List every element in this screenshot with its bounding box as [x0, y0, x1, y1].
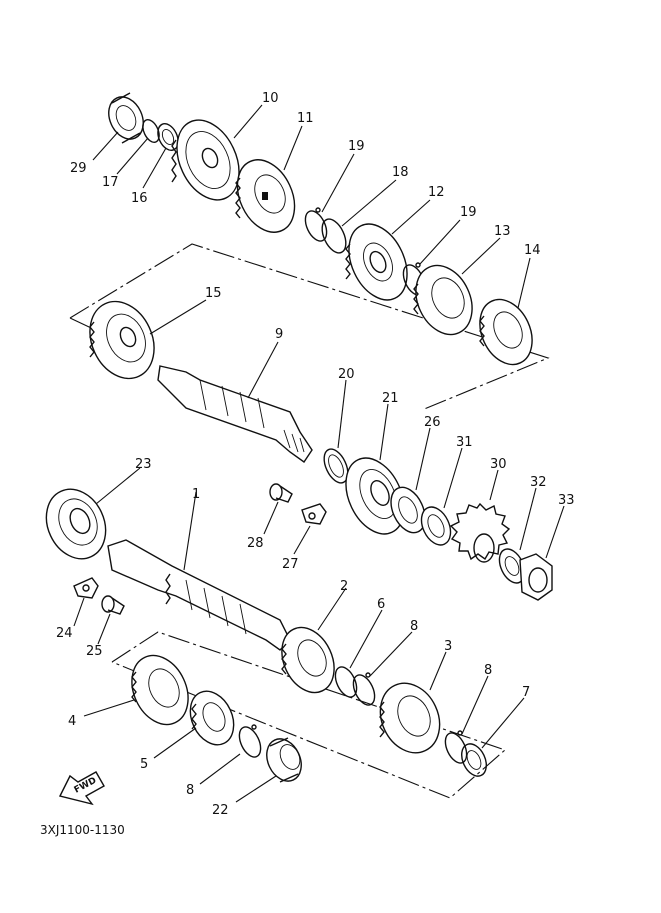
label-8a: 8: [410, 619, 418, 634]
label-18: 18: [392, 165, 409, 180]
label-14: 14: [524, 243, 541, 258]
circlip-8-lower: [238, 724, 262, 758]
label-33: 33: [558, 493, 575, 508]
label-27: 27: [282, 557, 299, 572]
gear-3: [379, 682, 441, 754]
bolt-25: [101, 595, 125, 615]
gear-10: [171, 119, 240, 201]
gear-2: [281, 626, 335, 694]
washer-20: [323, 448, 349, 484]
label-3: 3: [444, 639, 452, 654]
label-26: 26: [424, 415, 441, 430]
label-4: 4: [68, 714, 76, 729]
collar-31: [420, 506, 452, 546]
label-21: 21: [382, 391, 399, 406]
gear-4: [131, 654, 189, 726]
shaft-9: [157, 365, 313, 463]
label-24: 24: [56, 626, 73, 641]
bearing-29: [108, 92, 144, 144]
bolt-28: [269, 483, 293, 503]
washer-18: [321, 218, 347, 254]
lower-assembly-outline: [111, 631, 507, 799]
label-30: 30: [490, 457, 507, 472]
label-10: 10: [262, 91, 279, 106]
gear-5: [189, 690, 235, 746]
label-32: 32: [530, 475, 547, 490]
label-8b: 8: [484, 663, 492, 678]
circlip-8-upper: [352, 672, 376, 706]
plate-27: [301, 503, 327, 525]
fwd-arrow-icon: FWD: [58, 771, 105, 806]
shaft-1: [107, 539, 291, 651]
gear-13: [413, 264, 473, 336]
plate-24: [73, 577, 99, 599]
label-11: 11: [297, 111, 314, 126]
washer-17: [142, 119, 160, 143]
label-29: 29: [70, 161, 87, 176]
gear-14: [479, 298, 533, 366]
bearing-23: [45, 488, 107, 560]
label-22: 22: [212, 803, 229, 818]
sprocket-30: [449, 502, 511, 563]
lock-washer-32: [498, 548, 526, 584]
gear-11: [235, 159, 296, 233]
gear-12: [345, 223, 408, 301]
nut-33: [519, 553, 553, 601]
label-13: 13: [494, 224, 511, 239]
label-19b: 19: [460, 205, 477, 220]
label-25: 25: [86, 644, 103, 659]
label-5: 5: [140, 757, 148, 772]
label-31: 31: [456, 435, 473, 450]
label-9: 9: [275, 327, 283, 342]
bearing-21: [345, 457, 405, 535]
gear-15: [89, 300, 155, 380]
label-16: 16: [131, 191, 148, 206]
label-1: 1: [192, 487, 200, 502]
label-8c: 8: [186, 783, 194, 798]
label-12: 12: [428, 185, 445, 200]
seal-26: [390, 486, 426, 534]
label-23: 23: [135, 457, 152, 472]
bearing-22: [266, 737, 302, 783]
label-2: 2: [340, 579, 348, 594]
label-17: 17: [102, 175, 119, 190]
label-20: 20: [338, 367, 355, 382]
part-labels: 10 11 19 18 12 19 13 14 29 17 16 15 9 20…: [40, 91, 575, 837]
leader-lines: [73, 104, 565, 803]
label-15: 15: [205, 286, 222, 301]
label-6: 6: [377, 597, 385, 612]
label-19a: 19: [348, 139, 365, 154]
washer-7: [461, 743, 487, 777]
label-7: 7: [522, 685, 530, 700]
circlip-19-upper: [304, 207, 328, 242]
diagram-code: 3XJ1100-1130: [40, 823, 125, 837]
label-28: 28: [247, 536, 264, 551]
circlip-8-right: [444, 730, 468, 764]
